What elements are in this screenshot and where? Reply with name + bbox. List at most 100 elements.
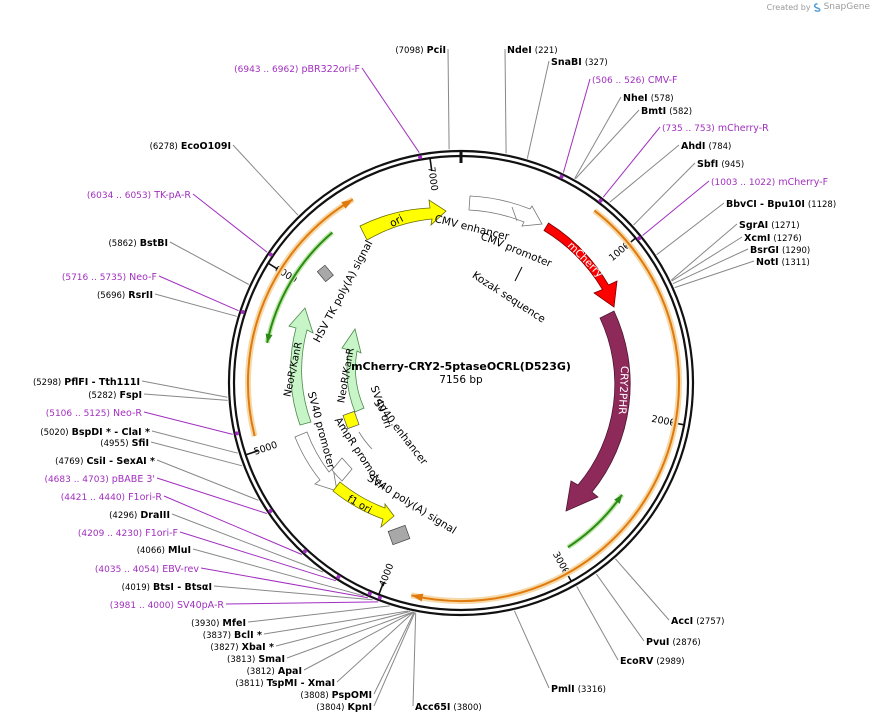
primer-site[interactable]: (735 .. 753) mCherry-R [598, 123, 770, 203]
primer-site[interactable]: (5716 .. 5735) Neo-F [62, 272, 245, 314]
neor-outer-arrow[interactable] [288, 307, 314, 426]
site-annotations[interactable]: (7098) PciI NdeI (221)SnaBI (327)(506 .. … [33, 45, 836, 713]
neor-inner-arrow[interactable] [341, 328, 365, 413]
enzyme-site[interactable]: AccI (2757) [615, 558, 724, 627]
enzyme-site[interactable]: PmlI (3316) [513, 610, 606, 695]
site-leader-line [275, 610, 411, 647]
enzyme-site[interactable]: (5020) BspDI * - ClaI * [40, 427, 238, 454]
sv40-polya-box[interactable] [387, 524, 411, 546]
primer-site[interactable]: (4035 .. 4054) EBV-rev [95, 564, 372, 599]
enzyme-site[interactable]: (4769) CsiI - SexAI * [55, 456, 259, 501]
primer-site[interactable]: (5106 .. 5125) Neo-R [46, 408, 240, 436]
feature-cry2phr[interactable]: CRY2PHR [565, 310, 631, 512]
site-leader-line [336, 611, 414, 683]
site-leader-line [225, 601, 379, 605]
site-name: SgrAI [739, 220, 768, 231]
enzyme-site[interactable]: BmtI (582) [575, 106, 692, 180]
site-position: (5716 .. 5735) [62, 273, 126, 283]
enzyme-site[interactable]: BbvCI - Bpu10I (1128) [656, 199, 836, 256]
site-name: ApaI [278, 666, 302, 677]
enzyme-site[interactable]: (5696) RsrII [97, 290, 237, 317]
enzyme-site[interactable]: (4296) DraIII [109, 510, 324, 573]
enzyme-site[interactable]: (3804) KpnI [316, 612, 416, 713]
enzyme-site[interactable]: (6278) EcoO109I [150, 141, 299, 216]
primer-site[interactable]: (6034 .. 6053) TK-pA-R [87, 190, 273, 257]
enzyme-site[interactable]: SbfI (945) [633, 159, 745, 226]
site-label: SbfI (945) [697, 159, 744, 170]
sv40-promoter-arrow[interactable] [294, 431, 338, 492]
enzyme-site[interactable]: BsrGI (1290) [672, 245, 810, 285]
enzyme-site[interactable]: (3808) PspOMI [300, 611, 415, 701]
enzyme-site[interactable]: XcmI (1276) [671, 233, 802, 282]
orange-cds-arc[interactable] [411, 209, 680, 603]
orange-neo-arc[interactable] [247, 198, 354, 437]
enzyme-site[interactable]: (4066) MluI [137, 545, 364, 597]
feature-ori[interactable]: ori [359, 199, 447, 241]
site-label: (3981 .. 4000) SV40pA-R [110, 600, 225, 611]
primer-site[interactable]: (4421 .. 4440) F1ori-R [61, 492, 307, 555]
site-position: (5106 .. 5125) [46, 409, 110, 419]
site-name: NdeI [507, 45, 532, 56]
enzyme-site[interactable]: (3812) ApaI [247, 611, 414, 677]
site-name: CsiI - SexAI * [86, 456, 155, 467]
site-label: EcoRV (2989) [620, 656, 685, 667]
enzyme-site[interactable]: (7098) PciI [395, 45, 450, 150]
primer-site[interactable]: (3981 .. 4000) SV40pA-R [110, 595, 382, 611]
primer-site[interactable]: (506 .. 526) CMV-F [559, 75, 678, 179]
green-arc-left[interactable] [266, 231, 333, 344]
scale-tick-label: 5000 [253, 440, 279, 458]
enzyme-site[interactable]: (5282) FspI [88, 390, 228, 401]
enzyme-site[interactable]: SnaBI (327) [526, 57, 608, 159]
ampr-promoter-arrow[interactable] [331, 457, 353, 482]
mcherry-label: mCherry [565, 240, 606, 281]
kozak-label: Kozak sequence [470, 269, 548, 325]
site-name: BspDI * - ClaI * [72, 427, 150, 438]
ori-arrow[interactable] [359, 199, 447, 241]
site-position: (2989) [656, 657, 684, 667]
site-label: (4066) MluI [137, 545, 191, 556]
sv40-ori-box[interactable] [342, 410, 360, 430]
enzyme-site[interactable]: PvuI (2876) [595, 573, 701, 648]
enzyme-site[interactable]: (4019) BtsI - BtsαI [122, 582, 373, 601]
enzyme-site[interactable]: (3827) XbaI * [210, 610, 411, 653]
enzyme-site[interactable]: (3837) BclI * [203, 610, 409, 641]
primer-site[interactable]: (4209 .. 4230) F1ori-F [78, 528, 341, 582]
primer-site[interactable]: (4683 .. 4703) pBABE 3' [44, 474, 273, 514]
primer-site[interactable]: (1003 .. 1022) mCherry-F [637, 177, 828, 241]
enzyme-site[interactable]: NheI (578) [574, 93, 674, 179]
site-label: PvuI (2876) [646, 637, 701, 648]
site-leader-line [179, 531, 337, 582]
site-leader-line [373, 611, 415, 695]
site-leader-line [158, 275, 239, 312]
site-name: Neo-R [113, 408, 142, 419]
enzyme-site[interactable]: (5298) PflFI - Tth111I [33, 377, 228, 398]
enzyme-site[interactable]: (4955) SfiI [100, 438, 243, 467]
enzyme-site[interactable]: NotI (1311) [674, 257, 810, 289]
cmv-arrow[interactable] [468, 195, 543, 227]
feature-cmv[interactable]: CMV enhancer CMV promoter [433, 195, 554, 270]
feature-mcherry[interactable]: mCherry [543, 222, 618, 308]
snapgene-logo-icon [813, 2, 821, 12]
feature-neor-outer[interactable]: NeoR/KanR [282, 307, 314, 426]
scale-tick [267, 262, 280, 271]
enzyme-site[interactable]: (3930) MfeI [191, 605, 390, 629]
hsv-tk-polya-box[interactable] [316, 264, 334, 283]
enzyme-site[interactable]: EcoRV (2989) [576, 586, 685, 667]
site-label: (3804) KpnI [316, 702, 372, 713]
enzyme-site[interactable]: (5862) BstBI [108, 238, 250, 285]
f1ori-arrow[interactable] [332, 481, 395, 529]
enzyme-site[interactable]: AhdI (784) [609, 141, 732, 203]
site-position: (3811) [235, 679, 263, 689]
enzyme-site[interactable]: SgrAI (1271) [670, 220, 800, 281]
mcherry-arrow[interactable] [543, 222, 618, 308]
enzyme-site[interactable]: Acc65I (3800) [412, 612, 482, 713]
primer-site[interactable]: (6943 .. 6962) pBR322ori-F [234, 64, 423, 160]
enzyme-site[interactable]: (3811) TspMI - XmaI [235, 611, 414, 689]
enzyme-site[interactable]: (3813) SmaI [227, 611, 414, 665]
site-name: SfiI [132, 438, 149, 449]
enzyme-site[interactable]: NdeI (221) [504, 45, 558, 154]
cry2phr-arrow[interactable] [565, 310, 631, 512]
site-name: TspMI - XmaI [267, 678, 335, 689]
site-position: (5862) [108, 239, 136, 249]
